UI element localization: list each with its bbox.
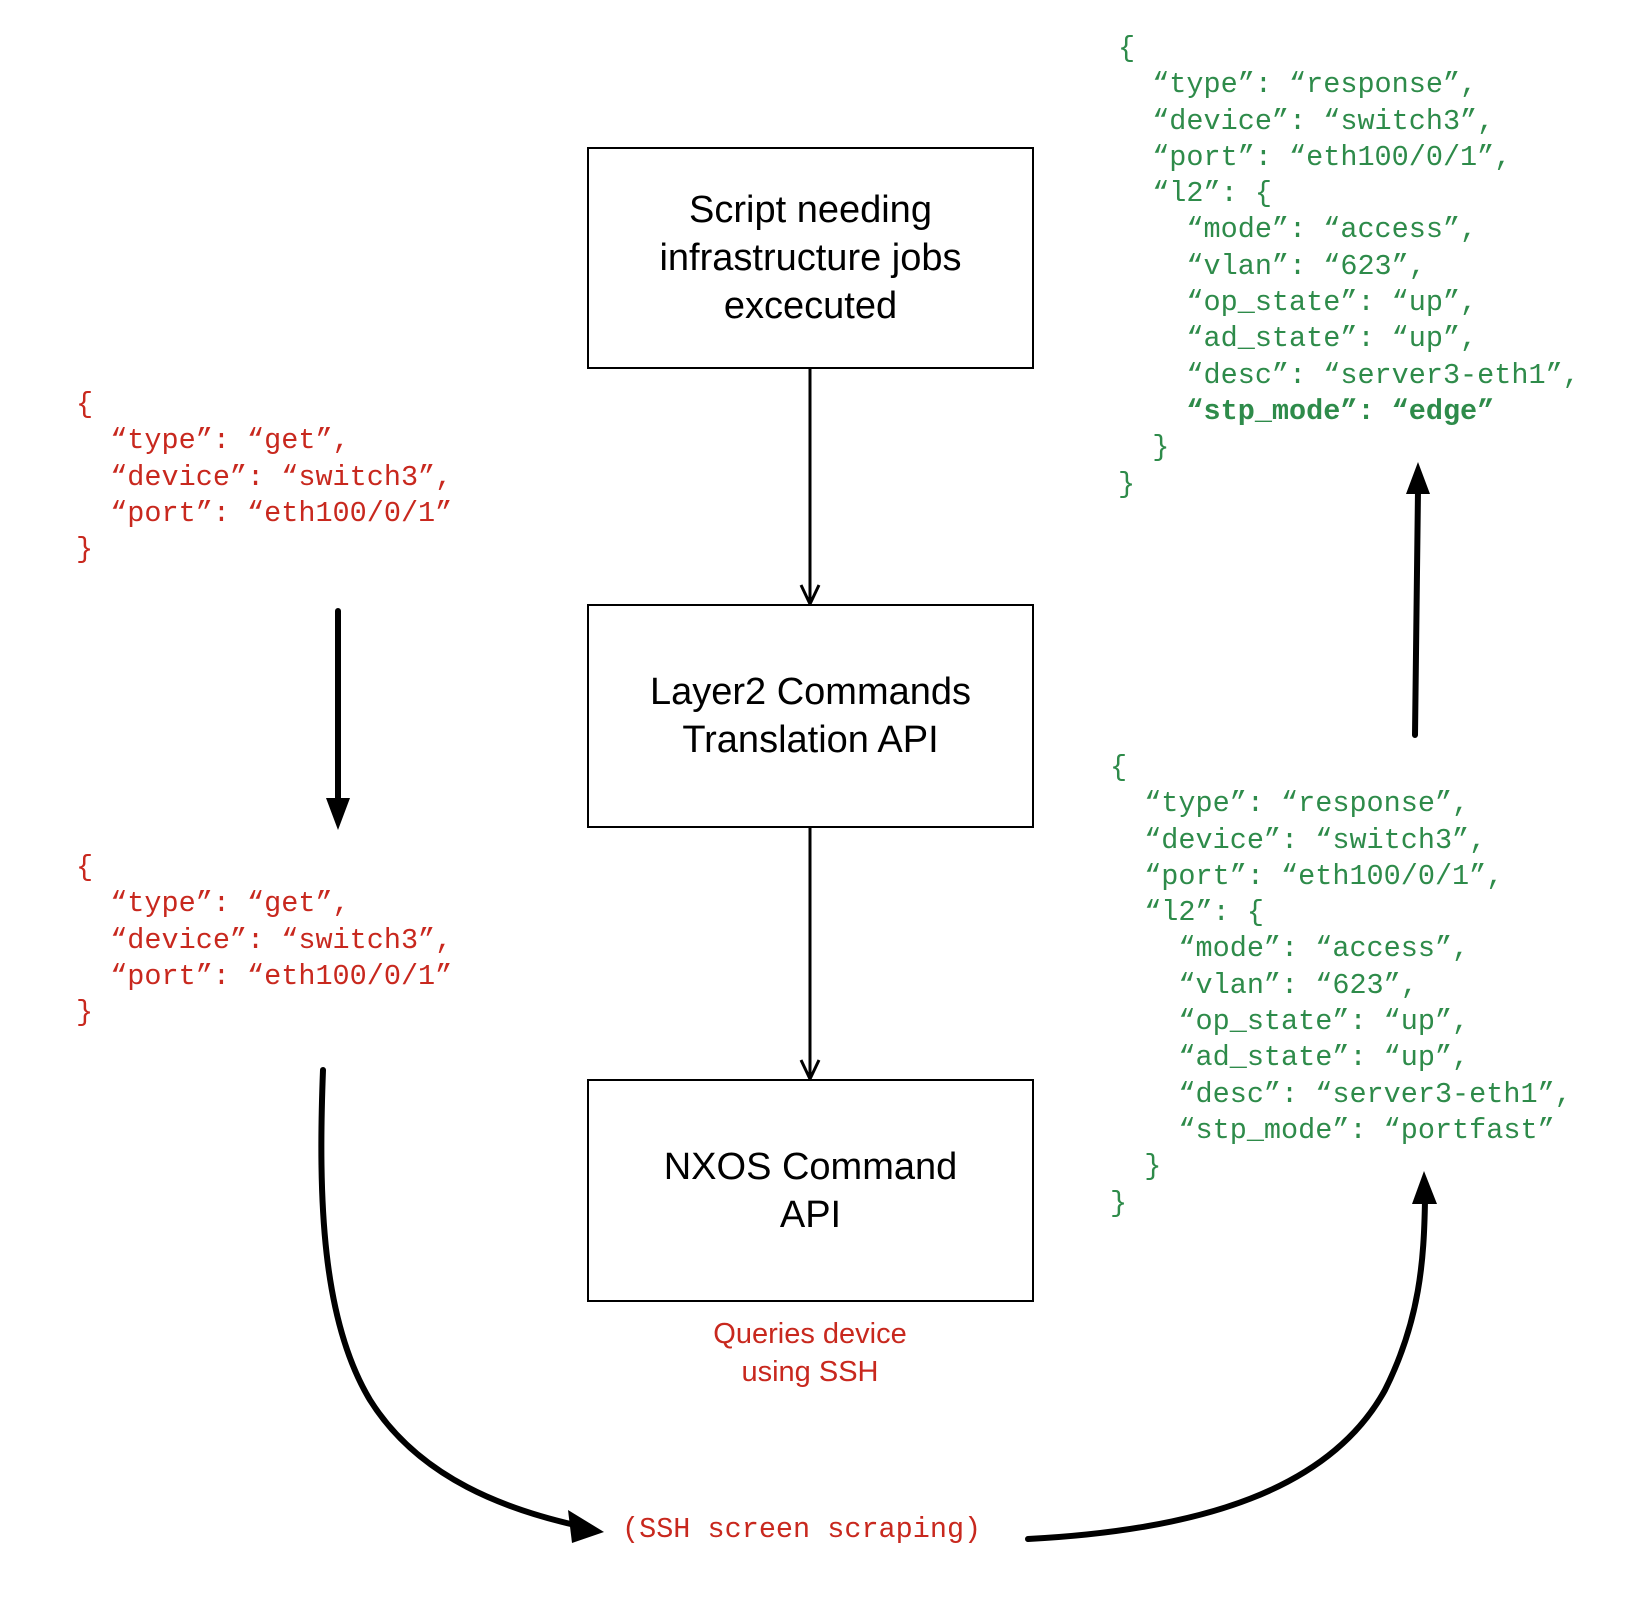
- code-line: {: [76, 851, 94, 884]
- nxos-api-box: NXOS Command API: [587, 1079, 1034, 1302]
- edge-request-to-scraping: [318, 1067, 604, 1543]
- edge-line: [1412, 487, 1421, 738]
- code-line: “vlan”: “623”,: [1110, 968, 1418, 1002]
- code-line: “l2”: {: [1118, 177, 1272, 211]
- code-line: “device”: “switch3”,: [76, 923, 453, 957]
- code-line: “device”: “switch3”,: [1118, 104, 1495, 138]
- code-line: “desc”: “server3-eth1”,: [1118, 358, 1580, 392]
- code-line: “device”: “switch3”,: [1110, 823, 1487, 857]
- arrowhead-icon: [1406, 462, 1430, 494]
- code-line: “type”: “get”,: [76, 424, 350, 458]
- code-line: “port”: “eth100/0/1”: [76, 959, 453, 993]
- code-line: }: [1110, 1150, 1162, 1184]
- code-line: “stp_mode”: “portfast”: [1110, 1113, 1555, 1147]
- code-line: “port”: “eth100/0/1”: [76, 496, 453, 530]
- edge-request-forward: [326, 608, 350, 830]
- code-line: “vlan”: “623”,: [1118, 249, 1426, 283]
- code-line: “ad_state”: “up”,: [1118, 322, 1478, 356]
- code-line: {: [76, 388, 94, 421]
- arrowhead-icon: [326, 798, 350, 830]
- code-line: “l2”: {: [1110, 896, 1264, 930]
- script-box: Script needing infrastructure jobs excec…: [587, 147, 1034, 369]
- code-line: “device”: “switch3”,: [76, 460, 453, 494]
- edge-curve: [1025, 1197, 1428, 1542]
- code-line: }: [1118, 431, 1170, 465]
- edge-scraping-to-response: [1025, 1171, 1437, 1542]
- request-json-block: { “type”: “get”, “device”: “switch3”, “p…: [76, 387, 452, 568]
- nxos-api-box-label: NXOS Command API: [663, 1145, 958, 1236]
- code-line: {: [1110, 751, 1128, 784]
- script-box-label: Script needing infrastructure jobs excec…: [659, 189, 962, 327]
- translation-api-box: Layer2 Commands Translation API: [587, 604, 1034, 828]
- edge-script-to-translation: [799, 369, 821, 608]
- ssh-query-caption: Queries device using SSH: [713, 1318, 907, 1388]
- code-line: }: [1110, 1186, 1128, 1220]
- code-line: “op_state”: “up”,: [1110, 1005, 1470, 1039]
- code-line: “port”: “eth100/0/1”,: [1118, 140, 1512, 174]
- code-line: “mode”: “access”,: [1110, 932, 1470, 966]
- ssh-scraping-label: (SSH screen scraping): [622, 1513, 982, 1546]
- edge-curve: [318, 1067, 578, 1528]
- translation-api-box-label: Layer2 Commands Translation API: [649, 671, 972, 761]
- code-line: “type”: “get”,: [76, 887, 350, 921]
- code-line: }: [76, 996, 94, 1030]
- code-line: “ad_state”: “up”,: [1110, 1041, 1470, 1075]
- arrowhead-icon: [568, 1510, 604, 1543]
- code-line: “op_state”: “up”,: [1118, 286, 1478, 320]
- code-line: “desc”: “server3-eth1”,: [1110, 1077, 1572, 1111]
- code-line: “type”: “response”,: [1118, 68, 1478, 102]
- code-line: {: [1118, 32, 1136, 65]
- code-line: }: [76, 533, 94, 567]
- code-line: “port”: “eth100/0/1”,: [1110, 859, 1504, 893]
- code-line: “stp_mode”: “edge”: [1118, 394, 1495, 428]
- arrowhead-icon: [1412, 1171, 1437, 1204]
- edge-response-translate: [1406, 462, 1430, 738]
- translated-response-json-block: { “type”: “response”, “device”: “switch3…: [1118, 31, 1580, 503]
- code-line: “type”: “response”,: [1110, 787, 1470, 821]
- code-line: “mode”: “access”,: [1118, 213, 1478, 247]
- raw-response-json-block: { “type”: “response”, “device”: “switch3…: [1110, 750, 1572, 1222]
- code-line: }: [1118, 467, 1136, 501]
- request-json-block-forwarded: { “type”: “get”, “device”: “switch3”, “p…: [76, 850, 452, 1031]
- edge-translation-to-nxos: [799, 828, 821, 1083]
